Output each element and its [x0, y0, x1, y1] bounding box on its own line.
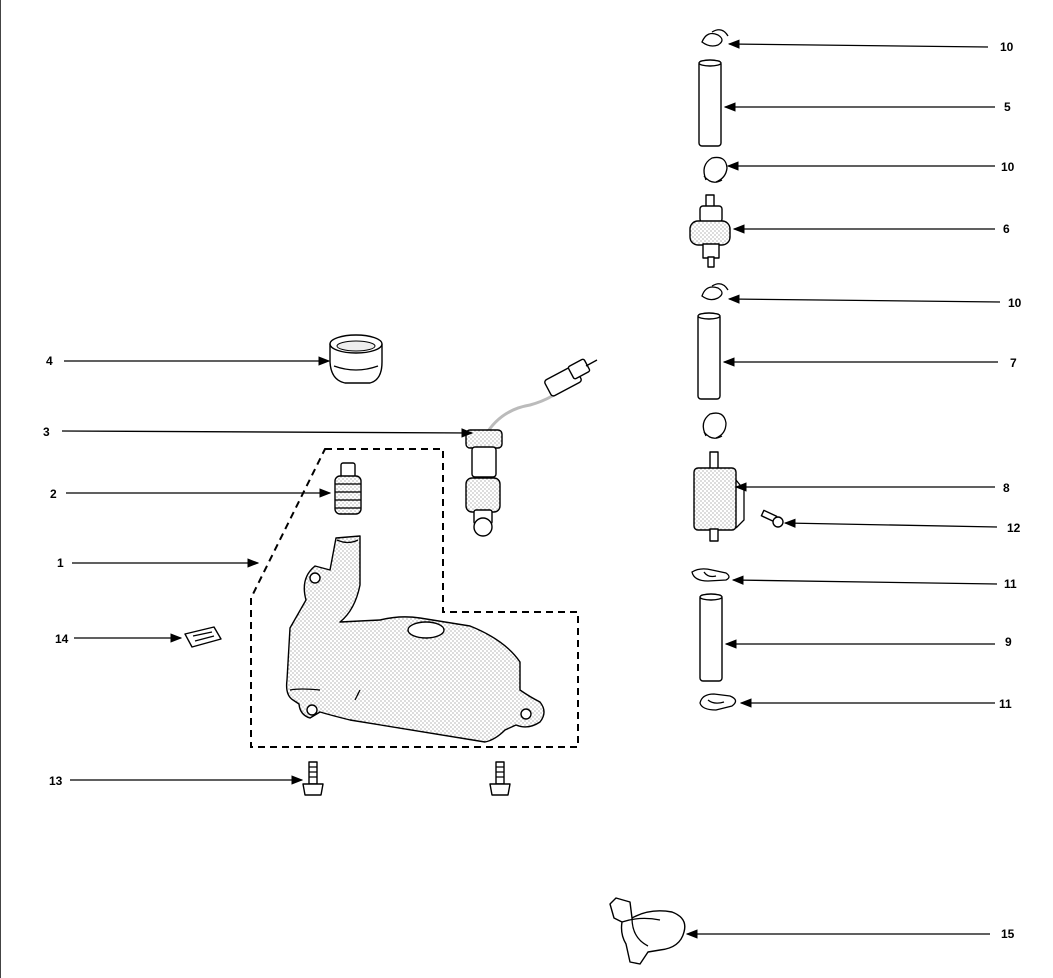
callout-3: 3 [43, 425, 50, 439]
callout-1: 1 [57, 556, 64, 570]
part-1-reservoir-tank [285, 535, 545, 743]
callout-13: 13 [49, 774, 63, 788]
hose-clamp-unlabeled [702, 412, 727, 439]
callout-11-bottom: 11 [999, 697, 1012, 711]
part-6-washer-pump [689, 194, 731, 268]
part-2-strainer [334, 462, 362, 515]
callout-12: 12 [1007, 521, 1021, 535]
part-11-hose-clamp-top [691, 568, 730, 582]
part-11-hose-clamp-bottom [699, 693, 737, 711]
part-3-level-sensor [465, 358, 598, 537]
callout-11-top: 11 [1004, 577, 1017, 591]
part-12-screw [760, 509, 784, 528]
part-10-hose-clamp-lower [701, 283, 729, 301]
callout-9: 9 [1005, 635, 1012, 649]
callout-2: 2 [50, 487, 57, 501]
callout-8: 8 [1003, 481, 1010, 495]
part-15-hose-bracket [609, 897, 686, 965]
callout-7: 7 [1010, 356, 1017, 370]
callout-5: 5 [1004, 100, 1011, 114]
part-9-hose [699, 593, 723, 682]
part-8-check-valve [693, 451, 745, 542]
callout-15: 15 [1001, 927, 1015, 941]
part-14-clip [184, 626, 222, 648]
part-13-bolt-left [302, 761, 324, 796]
callout-6: 6 [1003, 222, 1010, 236]
assembly-dashed-outline [250, 448, 579, 748]
callout-10-top: 10 [1000, 40, 1014, 54]
part-10-hose-clamp-mid [703, 156, 728, 183]
part-4-filler-cap [329, 334, 383, 384]
part-5-hose [698, 59, 722, 147]
leader-lines [61, 39, 1001, 939]
part-13-bolt-right [489, 761, 511, 796]
callout-10-lower: 10 [1008, 296, 1022, 310]
part-10-hose-clamp-top [701, 29, 729, 47]
callout-14: 14 [55, 632, 69, 646]
part-7-hose [697, 312, 721, 400]
page-left-border [0, 0, 1, 978]
callout-4: 4 [46, 354, 53, 368]
callout-10-mid: 10 [1001, 160, 1015, 174]
